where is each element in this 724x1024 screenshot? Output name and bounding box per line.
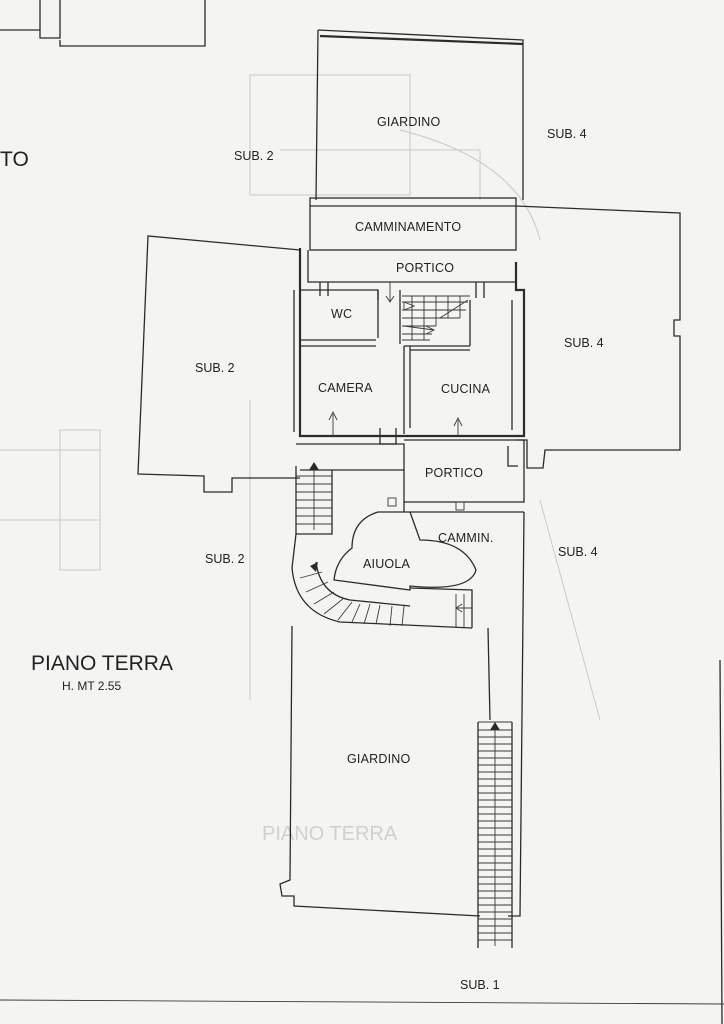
label-sub2-top: SUB. 2: [234, 149, 274, 163]
garden-top: [315, 29, 524, 201]
edge-fragment-text: TO: [0, 148, 29, 171]
stair-left: [295, 462, 333, 535]
label-camminamento: CAMMINAMENTO: [355, 220, 461, 234]
sheet-bottom-line: [0, 999, 724, 1005]
drawing-title: PIANO TERRA: [31, 652, 173, 675]
label-camera: CAMERA: [318, 381, 373, 395]
label-sub4-mid: SUB. 4: [564, 336, 604, 350]
label-portico-bottom: PORTICO: [425, 466, 483, 480]
label-sub2-low: SUB. 2: [205, 552, 245, 566]
label-giardino-top: GIARDINO: [377, 115, 440, 129]
label-aiuola: AIUOLA: [363, 557, 411, 571]
walkway-strip: [309, 197, 517, 251]
aiuola-bed: [333, 511, 477, 591]
labels: TO GIARDINO CAMMINAMENTO PORTICO WC CAME…: [0, 115, 604, 992]
stair-right: [477, 721, 513, 948]
sub4-block: [515, 205, 681, 469]
label-portico-top: PORTICO: [396, 261, 454, 275]
label-cucina: CUCINA: [441, 382, 491, 396]
label-sub1: SUB. 1: [460, 978, 500, 992]
top-left-fragment: [0, 0, 206, 47]
label-cammin: CAMMIN.: [438, 531, 494, 545]
svg-text:PIANO TERRA: PIANO TERRA: [262, 823, 398, 845]
label-giardino-bottom: GIARDINO: [347, 752, 410, 766]
sub2-block: [137, 235, 301, 493]
curved-stair: [291, 561, 473, 629]
label-sub4-low: SUB. 4: [558, 545, 598, 559]
sheet-border: [719, 659, 723, 1024]
height-note: H. MT 2.55: [62, 679, 121, 693]
house-walls: [293, 248, 526, 445]
label-wc: WC: [331, 307, 352, 321]
ghost-lines: PIANO TERRA: [0, 74, 601, 845]
label-sub4-top: SUB. 4: [547, 127, 587, 141]
label-sub2-mid: SUB. 2: [195, 361, 235, 375]
garden-bottom: [279, 511, 525, 917]
